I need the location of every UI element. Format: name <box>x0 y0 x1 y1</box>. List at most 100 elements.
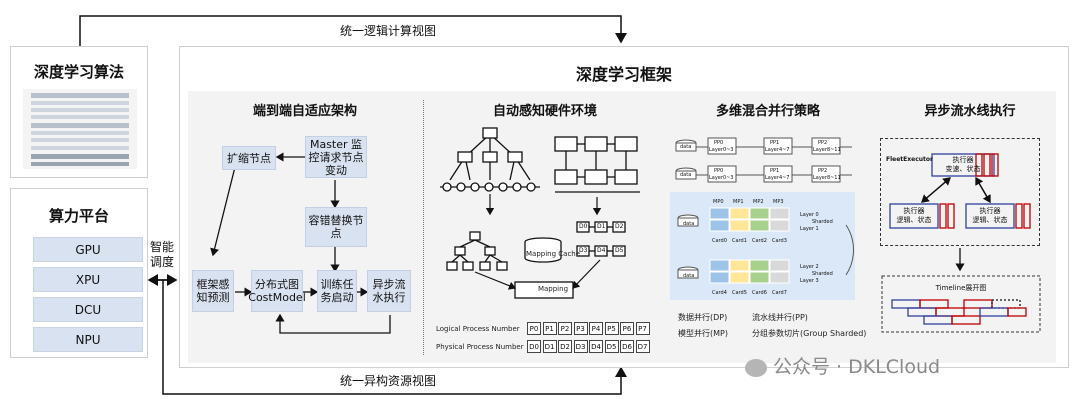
physical-process-label: Physical Process Number <box>436 343 524 351</box>
adaptive-arrows <box>210 152 391 334</box>
executor-right-sub: 逻辑、状态 <box>972 216 1008 224</box>
physical-cell-d5: D5 <box>604 340 619 353</box>
smart-scheduling-label: 智能 调度 <box>150 240 175 269</box>
top-view-label: 统一逻辑计算视图 <box>340 24 437 38</box>
mp-label-2: MP2 <box>753 199 764 205</box>
fleet-executor-label: FleetExecutor <box>886 156 933 163</box>
pp-row1-1: PP1 <box>770 140 780 146</box>
compute-platform-title: 算力平台 <box>48 207 109 225</box>
mp-cell-row2-0-0 <box>709 259 730 272</box>
pp-row1-2: PP2 <box>818 140 828 146</box>
mp-cell-row1-2-0 <box>749 207 770 220</box>
card-row1-3: Card3 <box>772 238 787 244</box>
cluster-label-5: D5 <box>615 247 624 254</box>
card-row2-2: Card6 <box>752 290 767 296</box>
async-exec-box: 异步流水执行 <box>367 270 411 312</box>
executor-top-sub: 变速、状态 <box>945 165 981 173</box>
legend-pp: 流水线并行(PP) <box>752 313 808 322</box>
physical-cell-d4: D4 <box>589 340 603 353</box>
pp-layer-row2-2: Layer8~11 <box>813 175 841 181</box>
algorithm-panel: 深度学习算法 <box>10 46 148 178</box>
mp-cell-row1-1-0 <box>729 207 750 220</box>
algorithm-title: 深度学习算法 <box>33 63 124 81</box>
sharded-top: Sharded <box>812 219 833 225</box>
cluster-label-3: D3 <box>579 247 588 254</box>
mp-cell-row2-1-1 <box>729 271 750 284</box>
mp-cell-row2-3-0 <box>769 259 790 272</box>
hw-gpu: GPU <box>33 237 143 262</box>
layer-top-1: Layer 1 <box>800 226 819 232</box>
executor-left-sub: 逻辑、状态 <box>896 216 932 224</box>
mp-label-0: MP0 <box>713 199 724 205</box>
adaptive-title: 端到端自适应架构 <box>252 104 357 119</box>
mp-label-1: MP1 <box>733 199 744 205</box>
train-start-box: 训练任务启动 <box>317 270 357 312</box>
legend-dp: 数据并行(DP) <box>678 313 728 322</box>
parallel-title: 多维混合并行策略 <box>715 104 820 119</box>
legend-mp: 模型并行(MP) <box>678 329 728 338</box>
fleet-executor-frame <box>880 138 1040 246</box>
hw-xpu: XPU <box>33 267 143 292</box>
card-row1-1: Card1 <box>732 238 747 244</box>
pipeline-diagram <box>881 153 1041 333</box>
parallel-diagram <box>670 137 855 300</box>
pp-layer-row1-2: Layer8~11 <box>813 147 841 153</box>
watermark: 公众号 · DKLCloud <box>745 352 940 379</box>
executor-right-label: 执行器 <box>979 207 1001 215</box>
timeline-label: Timeline展开图 <box>935 284 987 292</box>
physical-cell-d1: D1 <box>542 340 557 353</box>
executor-left: 执行器 逻辑、状态 <box>890 207 938 225</box>
mp-cell-row1-1-1 <box>729 219 750 232</box>
logical-cell-p2: P2 <box>558 322 572 335</box>
executor-left-label: 执行器 <box>903 207 925 215</box>
mp-label-3: MP3 <box>773 199 784 205</box>
layer-bottom-1: Layer 3 <box>800 278 819 284</box>
compute-platform-panel: 算力平台 GPU XPU DCU NPU <box>10 188 148 358</box>
cluster-label-4: D4 <box>597 247 606 254</box>
cluster-label-1: D1 <box>597 223 606 230</box>
dataset-2: data <box>680 172 692 178</box>
physical-cell-d0: D0 <box>527 340 541 353</box>
layer-top-0: Layer 0 <box>800 212 819 218</box>
pp-row2-0: PP0 <box>714 168 724 174</box>
hardware-title: 自动感知硬件环境 <box>492 104 597 119</box>
mp-cell-row1-3-0 <box>769 207 790 220</box>
logical-cell-p6: P6 <box>620 322 634 335</box>
pp-layer-row2-0: Layer0~3 <box>709 175 734 181</box>
logical-cell-p3: P3 <box>573 322 588 335</box>
bottom-view-label: 统一异构资源视图 <box>340 374 437 388</box>
cluster-label-0: D0 <box>579 223 588 230</box>
wechat-icon <box>745 358 767 377</box>
card-row2-3: Card7 <box>772 290 787 296</box>
costmodel-box: 分布式图CostModel <box>248 270 306 312</box>
pipeline-title: 异步流水线执行 <box>924 104 1016 119</box>
logical-cell-p4: P4 <box>589 322 603 335</box>
mp-cell-row1-0-1 <box>709 219 730 232</box>
legend-group-sharded: 分组参数切片(Group Sharded) <box>752 329 867 338</box>
pp-row1-0: PP0 <box>714 140 724 146</box>
algorithm-thumbnail <box>23 89 137 169</box>
mp-cell-row1-0-0 <box>709 207 730 220</box>
mp-cell-row1-2-1 <box>749 219 770 232</box>
card-row2-0: Card4 <box>712 290 727 296</box>
physical-cell-d7: D7 <box>635 340 650 353</box>
logical-cell-p5: P5 <box>604 322 619 335</box>
mp-cell-row2-2-0 <box>749 259 770 272</box>
pp-layer-row1-1: Layer4~7 <box>765 147 790 153</box>
physical-cell-d6: D6 <box>620 340 634 353</box>
mp-cell-row2-1-0 <box>729 259 750 272</box>
sharded-bottom: Sharded <box>812 271 833 277</box>
mp-cell-row2-2-1 <box>749 271 770 284</box>
hw-dcu: DCU <box>33 297 143 322</box>
perceive-box: 框架感知预测 <box>192 270 234 312</box>
master-box: Master 监控请求节点变动 <box>305 136 367 178</box>
mapping-cache-label: Mapping Cache <box>526 250 581 258</box>
pp-row2-2: PP2 <box>818 168 828 174</box>
hw-npu: NPU <box>33 327 143 352</box>
mp-cell-row1-3-1 <box>769 219 790 232</box>
logical-cell-p7: P7 <box>635 322 650 335</box>
pp-layer-row1-0: Layer0~3 <box>709 147 734 153</box>
executor-top-label: 执行器 <box>952 156 974 164</box>
dataset-1: data <box>680 144 692 150</box>
